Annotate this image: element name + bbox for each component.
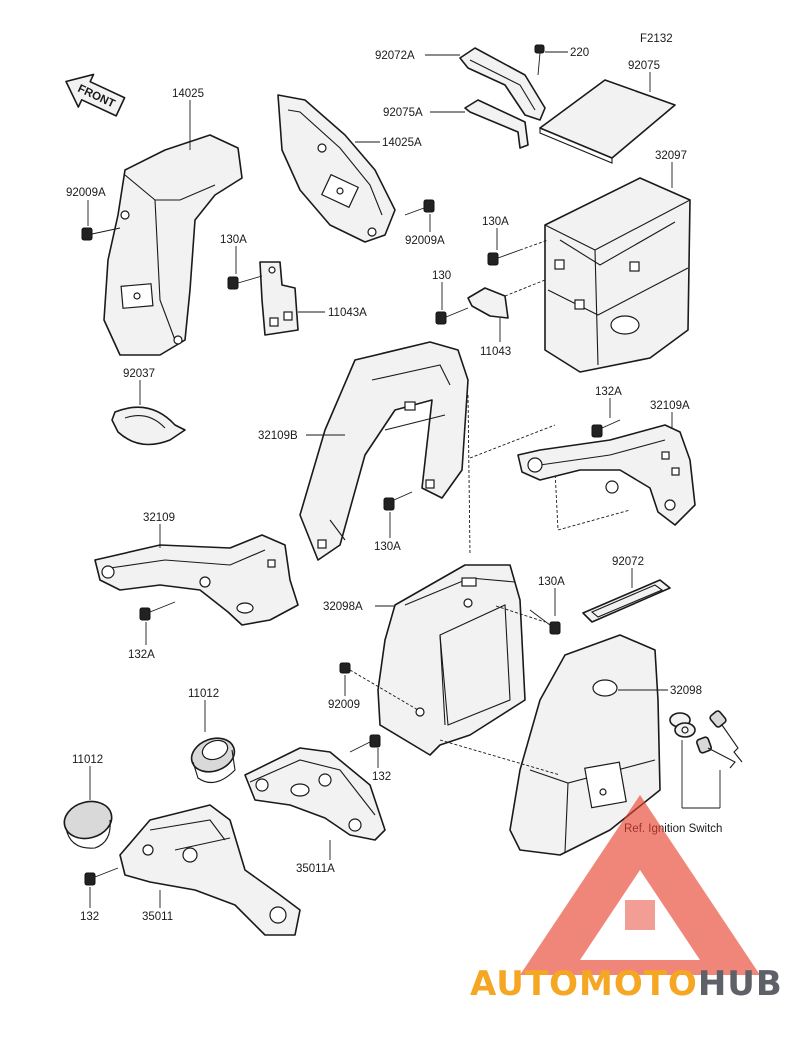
part-14025-cover [103,134,243,356]
bolt-132A-bottom [139,601,176,621]
label-92072: 92072 [612,556,644,568]
label-130A-c: 130A [374,541,401,553]
part-11043-bracket [467,287,509,319]
part-35011A-bracket [244,747,386,841]
label-132-b: 132 [80,911,99,923]
part-11012-grommet-lower [63,800,113,849]
label-14025: 14025 [172,88,204,100]
label-92037: 92037 [123,368,155,380]
watermark-text-moto: MOTO [579,964,698,1004]
label-32098A: 32098A [323,601,363,613]
front-arrow-icon: FRONT [65,73,126,117]
label-130A-d: 130A [538,576,565,588]
label-220: 220 [570,47,589,59]
label-130: 130 [432,270,451,282]
label-35011A: 35011A [296,863,335,875]
bolt-92009A-right [404,199,435,216]
bolt-130A-d [529,609,561,635]
label-92075A: 92075A [383,107,423,119]
bolt-130 [435,307,469,325]
part-11043A-bracket [259,261,299,336]
label-92009A-right: 92009A [405,235,445,247]
part-92072A-strap [459,47,546,121]
bolt-92009A-left [81,227,121,241]
label-130A-a: 130A [220,234,247,246]
screw-220 [534,44,545,76]
bolt-132-b [84,867,119,886]
part-35011-bracket [119,804,301,936]
watermark-text-hub: HUB [698,964,783,1004]
ignition-lock-icon [669,712,696,738]
label-11043: 11043 [480,346,511,358]
label-32109: 32109 [143,512,175,524]
label-92009: 92009 [328,699,360,711]
part-92075-pad [539,79,676,164]
watermark-logo [520,795,760,975]
part-32109-bracket [94,534,299,626]
label-92075: 92075 [628,60,660,72]
figure-code: F2132 [640,33,673,45]
label-32097: 32097 [655,150,687,162]
bolt-132A-top [591,419,621,438]
watermark-triangle-icon [520,795,760,975]
label-92072A: 92072A [375,50,415,62]
label-32098: 32098 [670,685,702,697]
label-11012-b: 11012 [72,754,103,766]
bolt-92009 [339,662,419,711]
key-icon [696,710,743,769]
label-92009A-left: 92009A [66,187,106,199]
part-32097-battery-case [544,177,691,373]
label-14025A: 14025A [382,137,422,149]
label-132A-bottom: 132A [128,649,155,661]
part-92037-clamp [111,406,186,446]
label-35011: 35011 [142,911,173,923]
label-132-a: 132 [372,771,391,783]
part-11012-grommet-upper [190,737,236,784]
part-92072-strap [582,579,671,623]
label-132A-top: 132A [595,386,622,398]
label-32109A: 32109A [650,400,690,412]
label-130A-b: 130A [482,216,509,228]
bolt-130A-c [383,491,413,511]
watermark-text-auto: AUTO [470,964,579,1004]
part-32109A-bracket [517,424,696,526]
label-11012-a: 11012 [188,688,219,700]
bolt-130A-b [487,249,521,266]
bolt-130A-a [227,275,263,290]
label-11043A: 11043A [328,307,367,319]
part-32098A-box [377,564,526,756]
label-32109B: 32109B [258,430,298,442]
part-14025A-cover [277,94,396,243]
bolt-132-a [349,734,381,753]
part-32109B-frame [299,341,469,561]
part-92075A-bracket [464,99,529,149]
watermark-text: AUTOMOTOHUB [470,964,783,1004]
